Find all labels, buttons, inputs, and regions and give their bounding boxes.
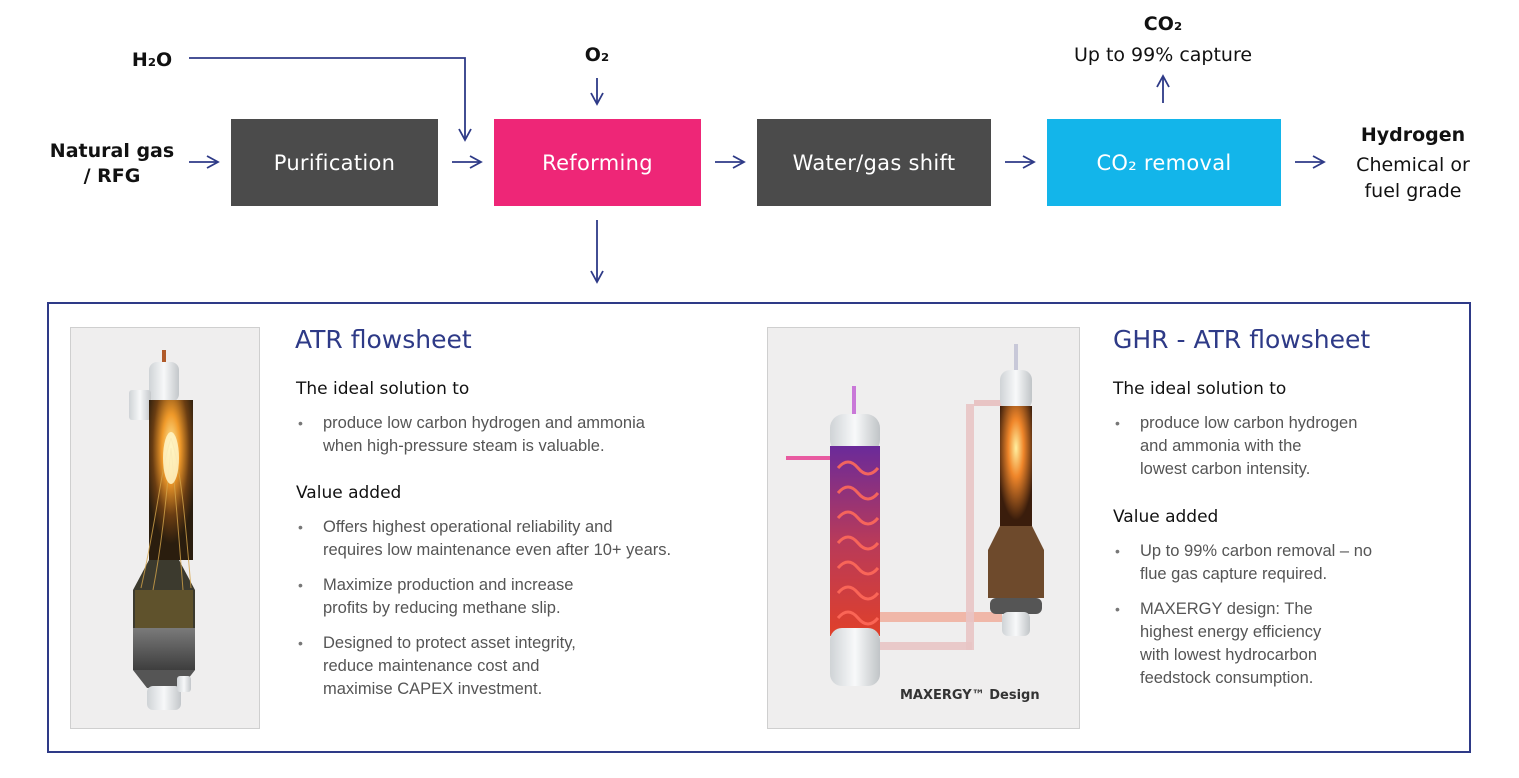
list-item: Designed to protect asset integrity, red… — [296, 632, 726, 701]
atr-value-bullet-2: Maximize production and increase profits… — [323, 576, 574, 617]
input-water: H₂O — [131, 49, 173, 71]
step-purification-label: Purification — [273, 150, 396, 175]
atr-value-bullet-3: Designed to protect asset integrity, red… — [323, 634, 576, 698]
ghr-title: GHR - ATR flowsheet — [1113, 325, 1371, 354]
ghr-ideal-heading: The ideal solution to — [1113, 379, 1287, 399]
ghr-value-bullet-1: Up to 99% carbon removal – no flue gas c… — [1140, 542, 1373, 583]
step-water-gas-shift: Water/gas shift — [757, 119, 991, 206]
atr-reactor-illustration — [129, 350, 195, 710]
output-co2-title: CO₂ — [1143, 13, 1183, 35]
step-reforming: Reforming — [494, 119, 701, 206]
list-item: produce low carbon hydrogen and ammonia … — [1113, 412, 1453, 481]
ghr-ideal-list: produce low carbon hydrogen and ammonia … — [1113, 412, 1453, 493]
reformer-options-panel — [47, 302, 1471, 753]
list-item: Maximize production and increase profits… — [296, 574, 726, 620]
output-co2-subtitle: Up to 99% capture — [1073, 44, 1253, 66]
list-item: MAXERGY design: The highest energy effic… — [1113, 598, 1453, 690]
atr-title: ATR flowsheet — [295, 325, 472, 354]
ghr-value-list: Up to 99% carbon removal – no flue gas c… — [1113, 540, 1453, 702]
list-item: produce low carbon hydrogen and ammonia … — [296, 412, 726, 458]
ghr-atr-reactor-image: MAXERGY™ Design — [767, 327, 1080, 729]
atr-ideal-heading: The ideal solution to — [296, 379, 470, 399]
list-item: Offers highest operational reliability a… — [296, 516, 726, 562]
atr-ideal-bullet-1: produce low carbon hydrogen and ammonia … — [323, 414, 645, 455]
output-hydrogen-subtitle: Chemical or fuel grade — [1356, 154, 1470, 202]
ghr-ideal-bullet-1: produce low carbon hydrogen and ammonia … — [1140, 414, 1358, 478]
step-reforming-label: Reforming — [542, 150, 653, 175]
atr-value-bullet-1: Offers highest operational reliability a… — [323, 518, 672, 559]
output-hydrogen-title: Hydrogen — [1360, 124, 1466, 146]
step-co2-removal-label: CO₂ removal — [1096, 150, 1232, 175]
step-water-gas-shift-label: Water/gas shift — [792, 150, 956, 175]
list-item: Up to 99% carbon removal – no flue gas c… — [1113, 540, 1453, 586]
input-natural-gas: Natural gas / RFG — [49, 140, 175, 187]
step-purification: Purification — [231, 119, 438, 206]
input-oxygen: O₂ — [584, 44, 610, 66]
arrow-water-to-reforming — [189, 57, 472, 142]
step-co2-removal: CO₂ removal — [1047, 119, 1281, 206]
ghr-atr-illustration — [786, 344, 1044, 686]
atr-value-list: Offers highest operational reliability a… — [296, 516, 726, 713]
maxergy-caption: MAXERGY™ Design — [900, 688, 1040, 703]
ghr-value-bullet-2: MAXERGY design: The highest energy effic… — [1140, 600, 1322, 687]
atr-ideal-list: produce low carbon hydrogen and ammonia … — [296, 412, 726, 470]
atr-value-heading: Value added — [296, 483, 402, 503]
ghr-value-heading: Value added — [1113, 507, 1219, 527]
atr-reactor-image — [70, 327, 260, 729]
